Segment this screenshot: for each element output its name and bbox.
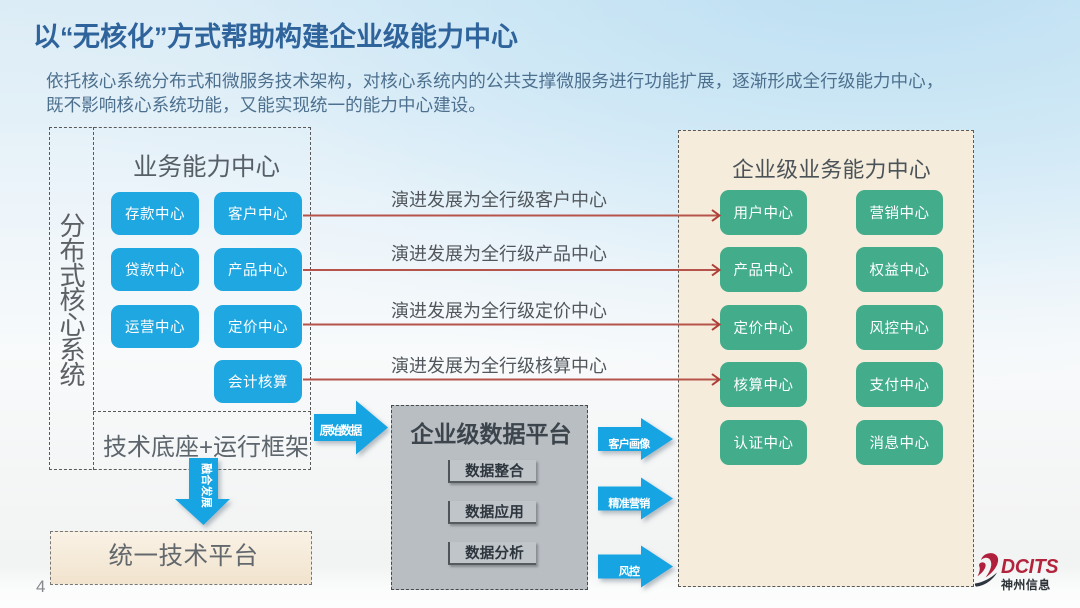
svg-text:客户画像: 客户画像: [607, 437, 651, 451]
svg-text:融合发展: 融合发展: [200, 463, 214, 509]
svg-text:原始数据: 原始数据: [320, 423, 363, 438]
svg-text:风控: 风控: [619, 564, 640, 578]
svg-text:精准营销: 精准营销: [608, 496, 650, 510]
